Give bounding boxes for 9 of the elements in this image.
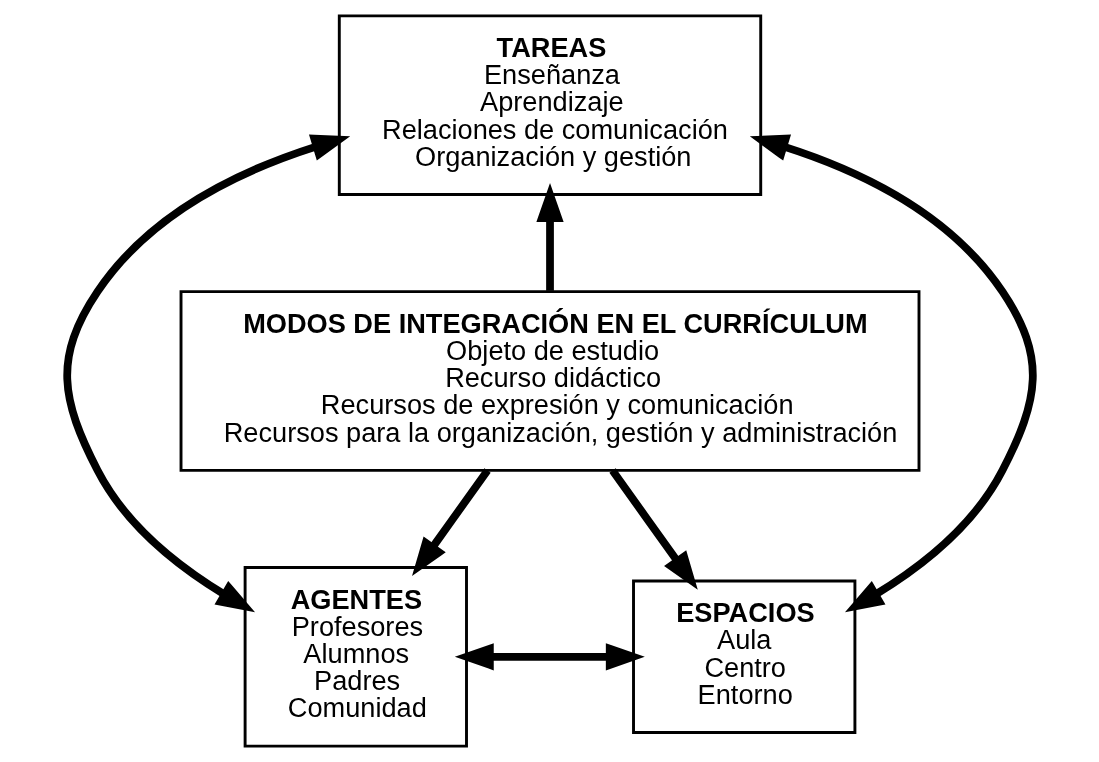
arrow <box>608 468 698 590</box>
node-box: ESPACIOS Aula Centro Entorno <box>631 579 856 734</box>
arrow <box>749 134 1036 613</box>
node-box: MODOS DE INTEGRACIÓN EN EL CURRÍCULUM Objeto de estudio Recurso didáctico Recursos de expresión y comunicación Recursos para la organización, gestión y administración <box>179 290 920 472</box>
arrow <box>454 643 645 671</box>
node-box: AGENTES Profesores Alumnos Padres Comunidad <box>243 566 468 748</box>
arrow <box>63 134 350 613</box>
arrow <box>411 468 491 577</box>
node-box: TAREAS Enseñanza Aprendizaje Relaciones de comunicación Organización y gestión <box>337 14 762 196</box>
